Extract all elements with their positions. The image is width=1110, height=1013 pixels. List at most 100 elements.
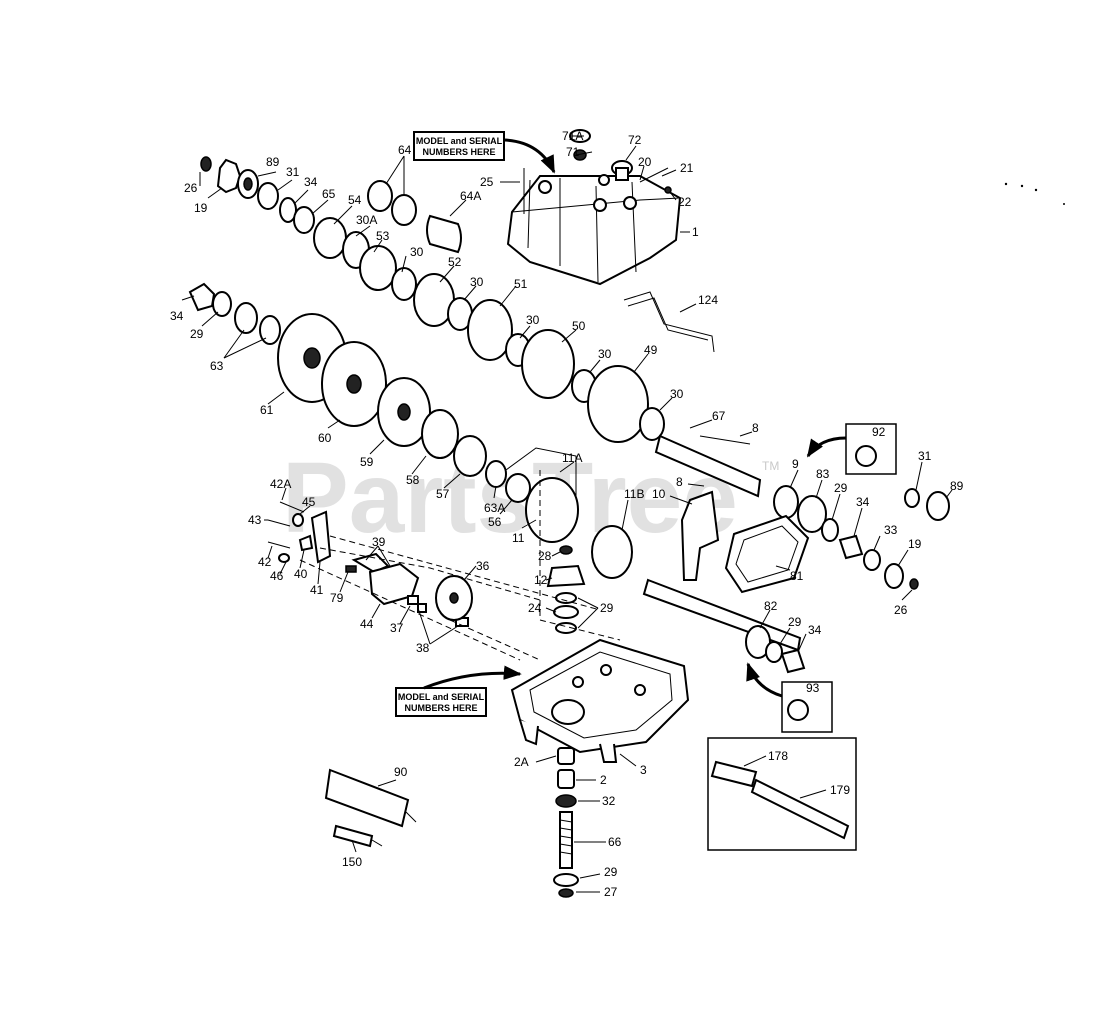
label-89-top: 89 <box>266 155 280 169</box>
label-1: 1 <box>692 225 699 239</box>
label-26-top: 26 <box>184 181 198 195</box>
label-10: 10 <box>652 487 666 501</box>
label-58: 58 <box>406 473 420 487</box>
label-79: 79 <box>330 591 344 605</box>
label-26-right: 26 <box>894 603 908 617</box>
label-42a: 42A <box>270 477 291 491</box>
label-41: 41 <box>310 583 324 597</box>
label-56: 56 <box>488 515 502 529</box>
label-29-right: 29 <box>834 481 848 495</box>
label-2: 2 <box>600 773 607 787</box>
label-46: 46 <box>270 569 284 583</box>
label-8-mid: 8 <box>676 475 683 489</box>
label-178: 178 <box>768 749 788 763</box>
label-89-right: 89 <box>950 479 964 493</box>
label-30-3: 30 <box>526 313 540 327</box>
label-42: 42 <box>258 555 272 569</box>
label-43: 43 <box>248 513 262 527</box>
label-30-5: 30 <box>670 387 684 401</box>
label-64: 64 <box>398 143 412 157</box>
label-11b: 11B <box>624 487 644 501</box>
label-3: 3 <box>640 763 647 777</box>
label-29-left: 29 <box>190 327 204 341</box>
label-63: 63 <box>210 359 224 373</box>
watermark-trademark: TM <box>762 459 779 473</box>
center-parts <box>546 423 950 733</box>
label-29-low: 29 <box>788 615 802 629</box>
label-30-4: 30 <box>598 347 612 361</box>
model-serial-callout-top: MODEL and SERIAL NUMBERS HERE <box>413 131 556 174</box>
label-34-right: 34 <box>856 495 870 509</box>
label-29-mid: 29 <box>600 601 614 615</box>
label-34-low: 34 <box>808 623 822 637</box>
label-67: 67 <box>712 409 726 423</box>
label-44: 44 <box>360 617 374 631</box>
label-150: 150 <box>342 855 362 869</box>
label-63a: 63A <box>484 501 505 515</box>
label-82: 82 <box>764 599 778 613</box>
label-34-top: 34 <box>304 175 318 189</box>
bottom-axle-stack-parts <box>553 747 579 898</box>
label-50: 50 <box>572 319 586 333</box>
label-65: 65 <box>322 187 336 201</box>
lower-gear-row-parts <box>188 282 579 543</box>
label-34-left: 34 <box>170 309 184 323</box>
label-30-1: 30 <box>410 245 424 259</box>
label-36: 36 <box>476 559 490 573</box>
label-11a: 11A <box>562 451 582 465</box>
label-90: 90 <box>394 765 408 779</box>
sealant-tube-150-part <box>332 824 383 848</box>
label-71a: 71A <box>562 129 583 143</box>
label-21: 21 <box>680 161 694 175</box>
specks <box>1004 182 1065 205</box>
callout-top-line2: NUMBERS HERE <box>422 147 495 157</box>
callout-top-line1: MODEL and SERIAL <box>416 136 503 146</box>
label-37: 37 <box>390 621 404 635</box>
spring-20-21-part <box>639 167 669 183</box>
label-33: 33 <box>884 523 898 537</box>
callout-bottom-line1: MODEL and SERIAL <box>398 692 485 702</box>
label-59: 59 <box>360 455 374 469</box>
ball-22-part <box>664 186 672 194</box>
label-49: 49 <box>644 343 658 357</box>
leader-lines <box>181 135 953 893</box>
plug-71-part <box>573 149 587 161</box>
label-31-top: 31 <box>286 165 300 179</box>
lower-housing-part <box>510 638 690 763</box>
label-38: 38 <box>416 641 430 655</box>
label-60: 60 <box>318 431 332 445</box>
label-81: 81 <box>790 569 804 583</box>
label-51: 51 <box>514 277 528 291</box>
label-57: 57 <box>436 487 450 501</box>
grease-tube-90-part <box>324 768 417 828</box>
label-32: 32 <box>602 794 616 808</box>
label-29-bottom: 29 <box>604 865 618 879</box>
upper-housing-part <box>506 174 682 286</box>
label-27: 27 <box>604 885 618 899</box>
label-30a: 30A <box>356 213 377 227</box>
label-83: 83 <box>816 467 830 481</box>
label-11: 11 <box>512 531 525 545</box>
label-179: 179 <box>830 783 850 797</box>
label-22: 22 <box>678 195 692 209</box>
upper-shaft-row-parts <box>200 156 665 443</box>
label-20: 20 <box>638 155 652 169</box>
label-39: 39 <box>372 535 386 549</box>
model-serial-callout-bottom: MODEL and SERIAL NUMBERS HERE <box>395 665 522 717</box>
label-8-top: 8 <box>752 421 759 435</box>
label-61: 61 <box>260 403 274 417</box>
label-2a: 2A <box>514 755 529 769</box>
label-25: 25 <box>480 175 494 189</box>
label-40: 40 <box>294 567 308 581</box>
label-45: 45 <box>302 495 316 509</box>
label-54: 54 <box>348 193 362 207</box>
callout-bottom-line2: NUMBERS HERE <box>404 703 477 713</box>
axle-inset-178-179 <box>707 737 857 851</box>
label-9: 9 <box>792 457 799 471</box>
label-28: 28 <box>538 549 552 563</box>
label-53: 53 <box>376 229 390 243</box>
label-71: 71 <box>566 145 580 159</box>
label-30-2: 30 <box>470 275 484 289</box>
shifter-assembly-parts <box>267 501 473 627</box>
